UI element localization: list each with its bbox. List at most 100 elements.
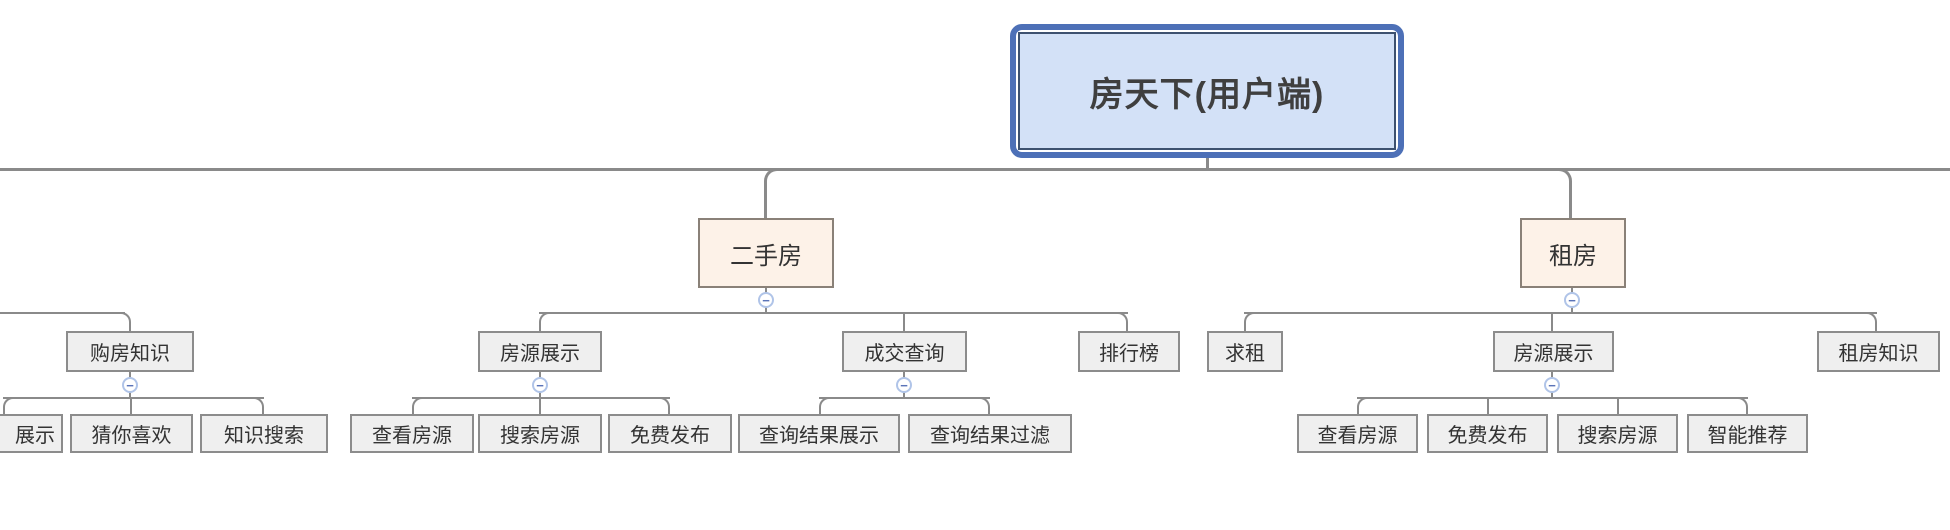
node-label: 搜索房源 <box>1577 425 1658 447</box>
collapse-button-buying-knowledge[interactable]: − <box>122 377 138 393</box>
connector-stub <box>819 407 821 414</box>
node-deal-query[interactable]: 成交查询 <box>842 331 967 372</box>
node-root[interactable]: 房天下(用户端) <box>1010 24 1404 158</box>
node-free-post-resale[interactable]: 免费发布 <box>608 414 732 453</box>
connector-corner <box>764 168 778 182</box>
connector-line <box>819 397 990 399</box>
node-smart-recommend[interactable]: 智能推荐 <box>1687 414 1808 453</box>
node-label: 房源展示 <box>500 343 580 365</box>
node-label: 查看房源 <box>372 425 452 447</box>
node-label: 成交查询 <box>864 343 945 365</box>
minus-icon: − <box>1548 377 1556 393</box>
connector-stub <box>539 324 541 332</box>
connector-corner <box>1865 312 1877 324</box>
connector-line <box>764 182 767 218</box>
connector-stub <box>1126 324 1128 332</box>
connector-corner <box>1558 168 1572 182</box>
connector-line <box>0 168 1950 171</box>
node-label: 查询结果过滤 <box>930 425 1050 447</box>
connector-stub <box>129 324 131 332</box>
connector-corner <box>412 397 422 407</box>
connector-stub <box>903 312 905 332</box>
node-rentals[interactable]: 租房 <box>1520 218 1626 288</box>
node-label: 租房 <box>1549 242 1597 270</box>
node-label: 求租 <box>1225 343 1265 365</box>
node-label: 免费发布 <box>1447 425 1528 447</box>
connector-corner <box>254 397 264 407</box>
connector-stub <box>1244 324 1246 332</box>
connector-stub <box>130 397 132 414</box>
connector-stub <box>1357 407 1359 414</box>
connector-corner <box>1244 312 1256 324</box>
connector-corner <box>1116 312 1128 324</box>
node-display-partial[interactable]: 展示 <box>0 414 63 453</box>
node-view-listings-rental[interactable]: 查看房源 <box>1297 414 1418 453</box>
connector-corner <box>660 397 670 407</box>
collapse-button-resale[interactable]: − <box>758 292 774 308</box>
minus-icon: − <box>900 377 908 393</box>
node-label: 排行榜 <box>1099 343 1159 365</box>
node-root-label: 房天下(用户端) <box>1018 32 1396 150</box>
minus-icon: − <box>762 292 770 308</box>
node-label: 展示 <box>15 425 55 447</box>
node-rental-knowledge[interactable]: 租房知识 <box>1817 331 1940 372</box>
node-query-result-display[interactable]: 查询结果展示 <box>738 414 900 453</box>
connector-stub <box>539 397 541 414</box>
connector-line <box>1244 312 1877 314</box>
connector-corner <box>3 397 13 407</box>
connector-corner <box>1738 397 1748 407</box>
connector-corner <box>1357 397 1367 407</box>
collapse-button-deal-query[interactable]: − <box>896 377 912 393</box>
connector-stub <box>988 407 990 414</box>
node-view-listings-resale[interactable]: 查看房源 <box>350 414 474 453</box>
connector-line <box>1357 397 1748 399</box>
node-label: 知识搜索 <box>224 425 304 447</box>
node-rent-wanted[interactable]: 求租 <box>1207 331 1283 372</box>
connector-line <box>3 397 264 399</box>
connector-stub <box>1206 157 1209 168</box>
connector-stub <box>1551 312 1553 332</box>
node-label: 二手房 <box>730 242 802 270</box>
connector-stub <box>668 407 670 414</box>
node-label: 查询结果展示 <box>759 425 879 447</box>
node-knowledge-search[interactable]: 知识搜索 <box>200 414 328 453</box>
connector-line <box>412 397 670 399</box>
connector-line <box>1569 182 1572 218</box>
node-label: 免费发布 <box>630 425 710 447</box>
connector-stub <box>3 407 5 414</box>
collapse-button-listing-display-rental[interactable]: − <box>1544 377 1560 393</box>
connector-line <box>539 312 1128 314</box>
connector-line <box>0 312 125 314</box>
connector-corner <box>819 397 829 407</box>
node-guess-you-like[interactable]: 猜你喜欢 <box>70 414 193 453</box>
connector-stub <box>1875 324 1877 332</box>
collapse-button-rentals[interactable]: − <box>1564 292 1580 308</box>
node-free-post-rental[interactable]: 免费发布 <box>1427 414 1548 453</box>
connector-corner <box>539 312 551 324</box>
connector-stub <box>412 407 414 414</box>
minus-icon: − <box>126 377 134 393</box>
minus-icon: − <box>536 377 544 393</box>
connector-corner <box>980 397 990 407</box>
connector-stub <box>1617 397 1619 414</box>
minus-icon: − <box>1568 292 1576 308</box>
node-label: 查看房源 <box>1317 425 1398 447</box>
node-query-result-filter[interactable]: 查询结果过滤 <box>908 414 1072 453</box>
node-buying-knowledge[interactable]: 购房知识 <box>66 331 194 372</box>
node-search-listings-rental[interactable]: 搜索房源 <box>1557 414 1678 453</box>
connector-stub <box>1487 397 1489 414</box>
node-listing-display-rental[interactable]: 房源展示 <box>1493 331 1614 372</box>
node-label: 搜索房源 <box>500 425 580 447</box>
connector-stub <box>262 407 264 414</box>
node-label: 猜你喜欢 <box>91 425 172 447</box>
node-label: 房源展示 <box>1513 343 1594 365</box>
node-label: 智能推荐 <box>1707 425 1788 447</box>
node-ranking[interactable]: 排行榜 <box>1078 331 1180 372</box>
collapse-button-listing-display-resale[interactable]: − <box>532 377 548 393</box>
node-search-listings-resale[interactable]: 搜索房源 <box>478 414 602 453</box>
node-label: 购房知识 <box>90 343 170 365</box>
node-label: 租房知识 <box>1838 343 1919 365</box>
node-resale-homes[interactable]: 二手房 <box>698 218 834 288</box>
node-listing-display-resale[interactable]: 房源展示 <box>478 331 602 372</box>
